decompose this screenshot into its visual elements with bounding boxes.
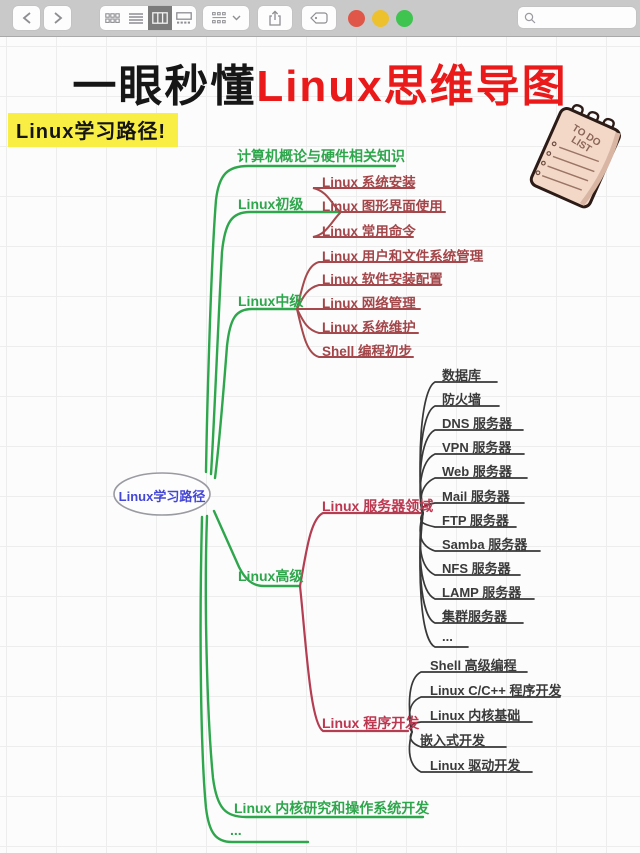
node-ftp-server: FTP 服务器 bbox=[442, 513, 509, 528]
node-samba-server: Samba 服务器 bbox=[442, 537, 528, 552]
list-view-button[interactable] bbox=[124, 6, 148, 30]
title-red-part: Linux思维导图 bbox=[256, 62, 568, 111]
node-shell-intro: Shell 编程初步 bbox=[322, 344, 413, 359]
gallery-view-icon bbox=[176, 12, 192, 24]
list-view-icon bbox=[129, 12, 143, 24]
red-tag-dot[interactable] bbox=[348, 9, 365, 27]
node-software-config: Linux 软件安装配置 bbox=[322, 272, 443, 287]
back-chevron-icon bbox=[22, 12, 31, 24]
node-dns-server: DNS 服务器 bbox=[442, 416, 513, 431]
forward-chevron-icon bbox=[53, 12, 62, 24]
back-button[interactable] bbox=[13, 6, 40, 30]
tag-button[interactable] bbox=[302, 6, 336, 30]
icon-view-button[interactable] bbox=[100, 6, 124, 30]
share-icon bbox=[269, 10, 281, 26]
share-button[interactable] bbox=[258, 6, 292, 30]
node-server-more: ... bbox=[442, 629, 453, 644]
node-kernel-research: Linux 内核研究和操作系统开发 bbox=[234, 800, 430, 816]
node-driver-dev: Linux 驱动开发 bbox=[430, 758, 521, 773]
node-shell-advanced: Shell 高级编程 bbox=[430, 658, 517, 673]
node-gui-usage: Linux 图形界面使用 bbox=[322, 199, 443, 214]
node-database: 数据库 bbox=[442, 368, 482, 383]
page-title: 一眼秒懂Linux思维导图 bbox=[0, 50, 640, 114]
node-kernel-basics: Linux 内核基础 bbox=[430, 708, 521, 723]
node-mail-server: Mail 服务器 bbox=[442, 489, 510, 504]
node-lamp-server: LAMP 服务器 bbox=[442, 585, 522, 600]
green-tag-dot[interactable] bbox=[396, 9, 413, 27]
root-ellipse bbox=[113, 472, 211, 516]
node-embedded-dev: 嵌入式开发 bbox=[420, 733, 486, 748]
node-more: ... bbox=[230, 822, 242, 838]
search-input[interactable] bbox=[540, 10, 632, 25]
node-web-server: Web 服务器 bbox=[442, 464, 512, 479]
node-computer-basics: 计算机概论与硬件相关知识 bbox=[237, 148, 405, 164]
finder-toolbar bbox=[0, 0, 640, 37]
view-switcher bbox=[100, 6, 196, 30]
mindmap-canvas: 一眼秒懂Linux思维导图 Linux学习路径! TO DO LIST bbox=[0, 36, 640, 853]
search-field[interactable] bbox=[518, 7, 636, 28]
node-linux-advanced: Linux高级 bbox=[238, 568, 304, 584]
node-linux-intermediate: Linux中级 bbox=[238, 293, 304, 309]
node-nfs-server: NFS 服务器 bbox=[442, 561, 511, 576]
node-firewall: 防火墙 bbox=[442, 392, 482, 407]
chevron-down-icon bbox=[232, 15, 240, 21]
tag-icon bbox=[310, 12, 328, 24]
group-by-button[interactable] bbox=[203, 6, 249, 30]
grid-view-icon bbox=[104, 12, 120, 23]
forward-button[interactable] bbox=[44, 6, 71, 30]
node-server-domain: Linux 服务器领域 bbox=[322, 498, 434, 514]
gallery-view-button[interactable] bbox=[172, 6, 196, 30]
node-system-maintain: Linux 系统维护 bbox=[322, 320, 416, 335]
group-by-icon bbox=[211, 12, 226, 24]
sticker-label: Linux学习路径! bbox=[8, 113, 178, 147]
node-c-cpp-dev: Linux C/C++ 程序开发 bbox=[430, 683, 562, 698]
node-root: Linux学习路径 bbox=[118, 489, 206, 504]
node-vpn-server: VPN 服务器 bbox=[442, 440, 512, 455]
title-black-part: 一眼秒懂 bbox=[72, 62, 257, 111]
node-linux-beginner: Linux初级 bbox=[238, 196, 304, 212]
todo-notepad-illustration: TO DO LIST bbox=[529, 104, 621, 209]
node-network-mgmt: Linux 网络管理 bbox=[322, 296, 416, 311]
node-user-fs-mgmt: Linux 用户和文件系统管理 bbox=[322, 249, 484, 264]
yellow-tag-dot[interactable] bbox=[372, 9, 389, 27]
column-view-icon bbox=[152, 12, 168, 24]
node-program-dev: Linux 程序开发 bbox=[322, 715, 420, 731]
node-system-install: Linux 系统安装 bbox=[322, 175, 416, 190]
node-common-commands: Linux 常用命令 bbox=[322, 224, 416, 239]
search-magnifier-icon bbox=[524, 12, 536, 23]
node-cluster-server: 集群服务器 bbox=[442, 609, 508, 624]
column-view-button[interactable] bbox=[148, 6, 172, 30]
